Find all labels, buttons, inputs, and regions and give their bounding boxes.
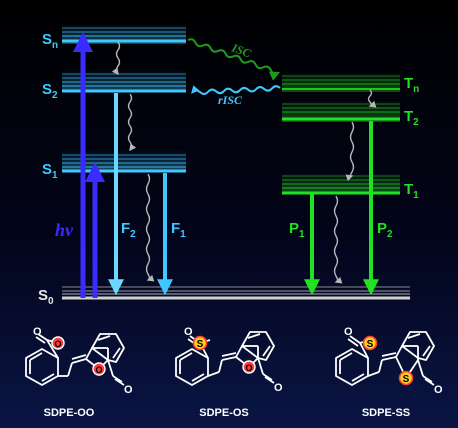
molecule-2-highlight-1 (192, 335, 208, 351)
t2-level (282, 100, 400, 122)
ic-arrow-t2-t1 (345, 121, 355, 182)
s2-label: S2 (42, 81, 58, 101)
molecule-1-highlight-2 (92, 362, 106, 376)
hv-label: hν (55, 220, 74, 240)
risc-arrow (191, 85, 281, 95)
molecule-2-name: SDPE-OS (199, 407, 249, 419)
molecule-sdpe-oo (25, 333, 125, 386)
molecule-1-carbonyl-2: O (124, 384, 133, 396)
tn-label: Tn (404, 75, 419, 95)
molecule-2-carbonyl-1: O (184, 326, 193, 338)
molecule-1-atom-1: O (54, 339, 61, 349)
molecule-1-atom-2: O (95, 365, 102, 375)
molecule-1-name: SDPE-OO (44, 407, 95, 419)
t1-level (282, 172, 400, 195)
molecule-sdpe-ss (335, 331, 435, 386)
ic-arrow-s2-s1 (127, 93, 137, 152)
molecule-1-highlight-1 (51, 336, 65, 350)
molecule-2-highlight-2 (242, 360, 256, 374)
p1-label: P1 (289, 220, 305, 240)
molecule-3-name: SDPE-SS (362, 407, 410, 419)
isc-arrow (187, 38, 281, 81)
molecule-3-highlight-1 (362, 335, 378, 351)
molecule-3-atom-2: S (403, 374, 410, 385)
ic-arrow-t1-s0 (333, 195, 343, 284)
isc-label: ISC (229, 40, 254, 60)
ic-arrow-s1-s0 (145, 173, 155, 282)
s0-label: S0 (38, 287, 54, 307)
ic-arrow-tn-t2 (367, 89, 377, 108)
f1-label: F1 (171, 220, 186, 240)
tn-level (282, 72, 400, 92)
ic-arrow-sn-s2 (111, 41, 121, 76)
t1-label: T1 (404, 181, 419, 201)
sn-label: Sn (42, 31, 58, 51)
molecule-sdpe-os (175, 331, 275, 386)
molecule-2-atom-2: O (245, 363, 252, 373)
molecule-3-carbonyl-2: O (434, 384, 443, 396)
molecule-3-atom-1: S (367, 339, 374, 350)
molecule-2-carbonyl-2: O (274, 382, 283, 394)
molecule-3-highlight-2 (398, 370, 414, 386)
p2-label: P2 (377, 220, 393, 240)
t2-label: T2 (404, 108, 419, 128)
molecule-1-carbonyl-1: O (33, 326, 42, 338)
f2-label: F2 (121, 220, 136, 240)
molecule-2-atom-1: S (197, 339, 204, 350)
risc-label: rISC (218, 93, 243, 107)
molecule-3-carbonyl-1: O (344, 326, 353, 338)
s1-label: S1 (42, 161, 58, 181)
